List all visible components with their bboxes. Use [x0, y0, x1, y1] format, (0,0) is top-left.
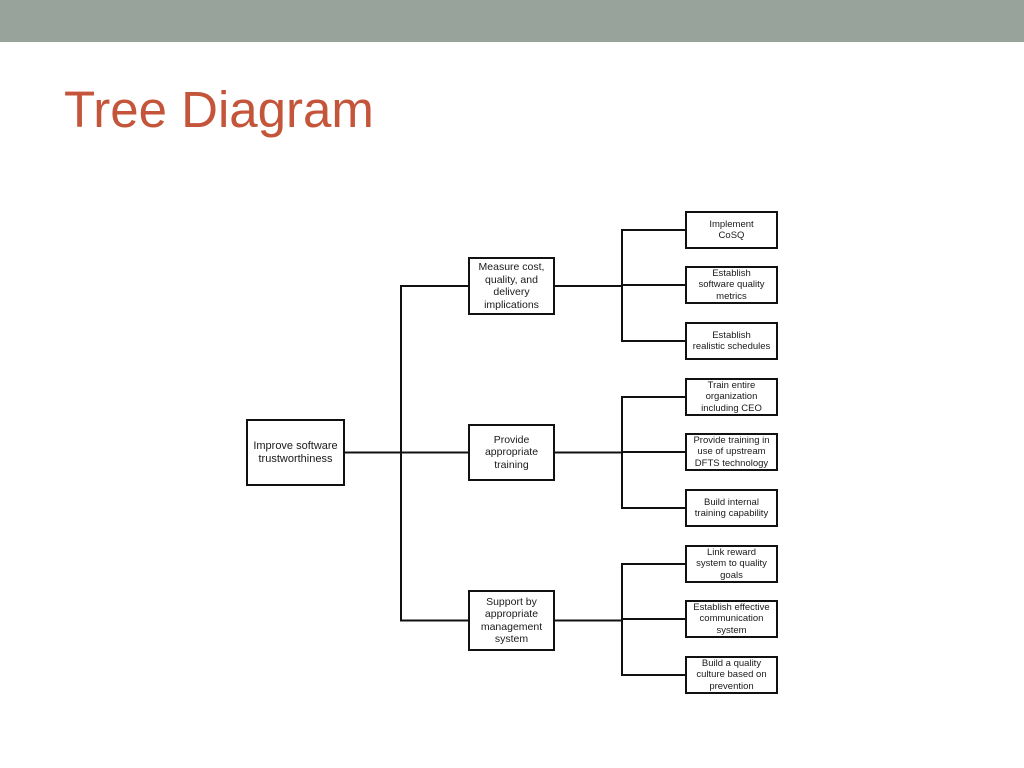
leaf-node-communication-system: Establish effective communication system: [685, 600, 778, 638]
leaf-node-label: Link reward system to quality goals: [696, 546, 767, 581]
top-band: [0, 0, 1024, 42]
leaf-node-train-organization: Train entire organization including CEO: [685, 378, 778, 416]
leaf-node-training-capability: Build internal training capability: [685, 489, 778, 527]
leaf-node-dfts-training: Provide training in use of upstream DFTS…: [685, 433, 778, 471]
leaf-node-reward-system: Link reward system to quality goals: [685, 545, 778, 583]
leaf-node-quality-metrics: Establish software quality metrics: [685, 266, 778, 304]
leaf-node-label: Train entire organization including CEO: [701, 379, 762, 414]
leaf-node-implement-cosq: Implement CoSQ: [685, 211, 778, 249]
leaf-node-label: Build internal training capability: [694, 496, 769, 520]
leaf-node-label: Provide training in use of upstream DFTS…: [693, 434, 770, 469]
branch-node-support-management: Support by appropriate management system: [468, 590, 555, 651]
root-node-label: Improve software trustworthiness: [253, 439, 338, 465]
leaf-node-label: Establish realistic schedules: [692, 329, 771, 353]
slide-title: Tree Diagram: [64, 81, 374, 138]
branch-node-label: Measure cost, quality, and delivery impl…: [478, 261, 545, 311]
branch-node-label: Provide appropriate training: [484, 433, 539, 471]
leaf-node-label: Implement CoSQ: [709, 218, 754, 242]
branch-node-label: Support by appropriate management system: [480, 595, 543, 646]
branch-node-measure-cost: Measure cost, quality, and delivery impl…: [468, 257, 555, 315]
branch-node-provide-training: Provide appropriate training: [468, 424, 555, 481]
leaf-node-label: Build a quality culture based on prevent…: [696, 657, 767, 692]
root-node: Improve software trustworthiness: [246, 419, 345, 486]
leaf-node-label: Establish software quality metrics: [698, 267, 765, 302]
leaf-node-quality-culture: Build a quality culture based on prevent…: [685, 656, 778, 694]
leaf-node-realistic-schedules: Establish realistic schedules: [685, 322, 778, 360]
leaf-node-label: Establish effective communication system: [693, 601, 770, 636]
